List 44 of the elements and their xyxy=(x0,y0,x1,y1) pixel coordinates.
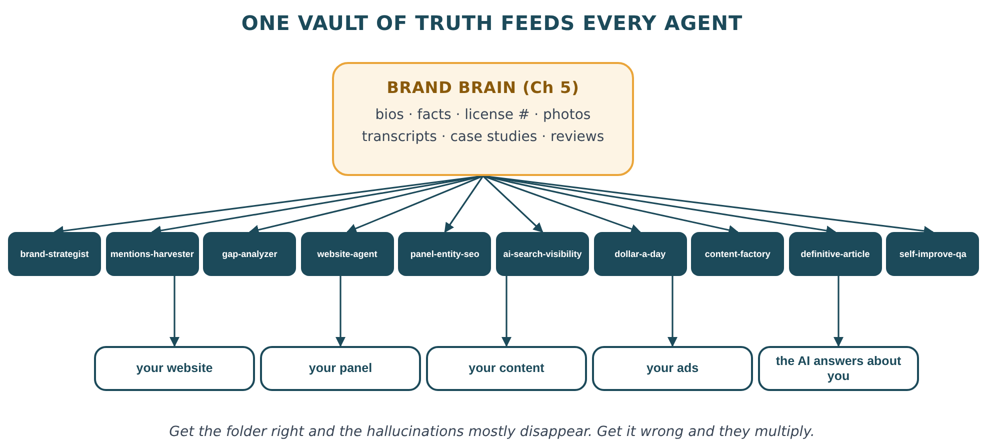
output-label: your panel xyxy=(308,361,372,376)
agent-box xyxy=(203,232,296,276)
output-label: your ads xyxy=(646,361,699,376)
arrow xyxy=(336,276,346,347)
arrow xyxy=(170,276,180,347)
agent-box xyxy=(398,232,492,276)
output-label: the AI answers about you xyxy=(774,354,902,384)
agent-box xyxy=(788,232,882,276)
agent-label: gap-analyzer xyxy=(222,248,278,260)
arrow xyxy=(444,176,484,233)
output-box xyxy=(758,346,919,391)
source-description: bios · facts · license # · photos transcripts · case studies · reviews xyxy=(360,106,606,147)
output-box xyxy=(260,346,421,391)
agent-label: content-factory xyxy=(704,248,770,260)
arrow xyxy=(668,276,678,347)
agent-box xyxy=(496,232,589,276)
agent-box xyxy=(594,232,687,276)
agent-box xyxy=(886,232,980,276)
agent-label: dollar-a-day xyxy=(614,248,666,260)
arrow xyxy=(482,175,642,234)
agent-box xyxy=(106,232,199,276)
caption: Get the folder right and the hallucinations mostly disappear. Get it wrong and they multiply. xyxy=(169,423,815,441)
agent-label: mentions-harvester xyxy=(110,248,194,260)
arrow xyxy=(502,276,512,347)
output-box xyxy=(426,346,587,391)
output-box xyxy=(94,346,255,391)
output-label: your website xyxy=(136,361,213,376)
agent-label: self-improve-qa xyxy=(899,248,966,260)
agent-label: definitive-article xyxy=(800,248,870,260)
agent-box xyxy=(300,232,394,276)
output-box xyxy=(592,346,753,391)
agent-label: website-agent xyxy=(317,248,378,260)
diagram-title: ONE VAULT OF TRUTH FEEDS EVERY AGENT xyxy=(241,10,743,37)
arrow xyxy=(346,175,484,234)
agent-label: ai-search-visibility xyxy=(503,248,582,260)
source-box xyxy=(332,62,634,176)
agent-box xyxy=(691,232,784,276)
agent-label: brand-strategist xyxy=(20,248,89,260)
arrow xyxy=(482,175,544,233)
output-label: your content xyxy=(468,361,544,376)
agent-box xyxy=(8,232,101,276)
agent-label: panel-entity-seo xyxy=(410,248,480,260)
arrow xyxy=(834,276,844,347)
source-heading: BRAND BRAIN (Ch 5) xyxy=(386,77,580,99)
